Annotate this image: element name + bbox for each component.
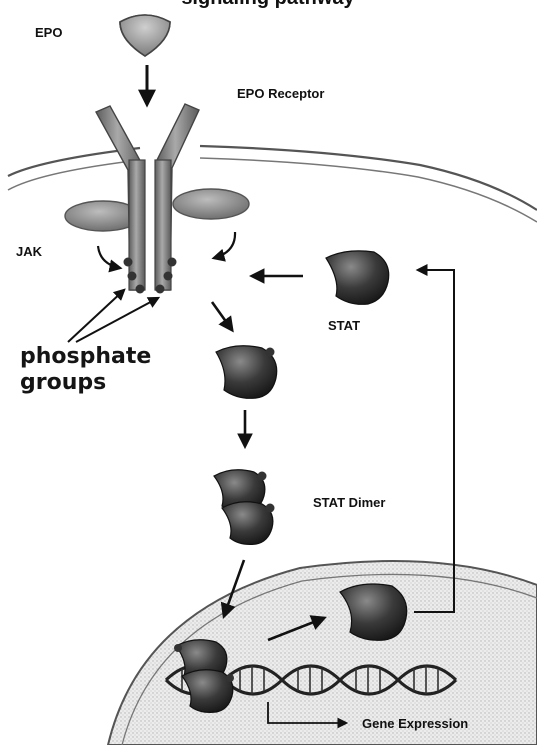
stat-dimer-label: STAT Dimer xyxy=(313,495,385,510)
arrow-receptor-to-stat xyxy=(212,302,232,330)
jak-phosphorylation-arrow-left xyxy=(98,246,120,268)
jak-phosphorylation-arrow-right xyxy=(214,232,235,258)
jak-label: JAK xyxy=(16,244,43,259)
epo-label: EPO xyxy=(35,25,62,40)
phosphate-groups-label-line1: phosphate xyxy=(20,344,151,369)
stat-label: STAT xyxy=(328,318,360,333)
epo-receptor-label: EPO Receptor xyxy=(237,86,324,101)
phosphate-groups-label-line2: groups xyxy=(20,370,106,395)
phosphate-pointer-arrow-1 xyxy=(68,290,124,342)
stat-protein-icon xyxy=(326,251,389,304)
nucleus xyxy=(108,561,537,745)
phosphate-pointer-arrow-2 xyxy=(76,298,158,342)
stat-dimer-icon xyxy=(214,470,275,545)
top-caption: signaling pathway xyxy=(181,0,355,9)
gene-expression-label: Gene Expression xyxy=(362,716,468,731)
nuclear-stat-icon xyxy=(340,584,407,640)
